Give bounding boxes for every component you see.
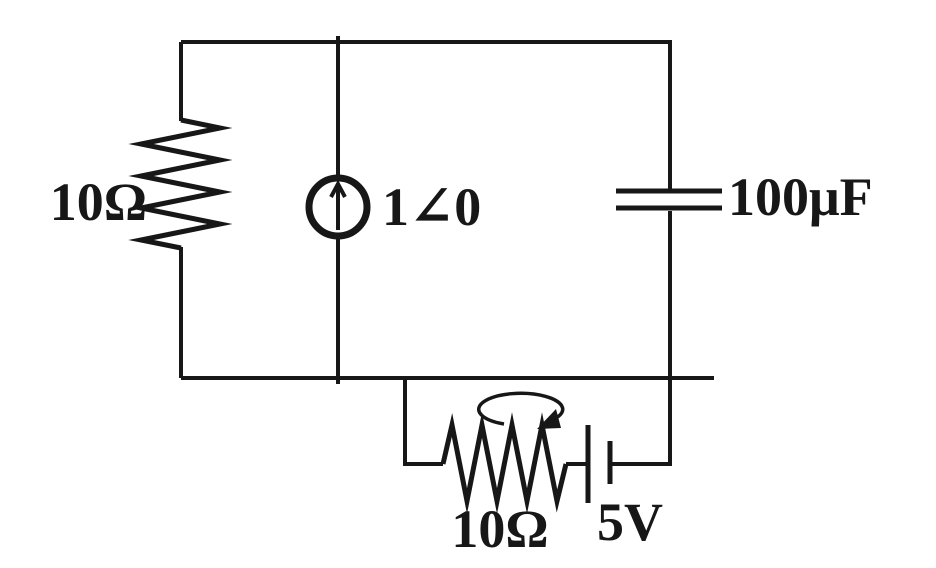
- adjustment-arrow-arc-icon: [476, 391, 565, 426]
- left-resistor: 10Ω: [50, 117, 233, 251]
- adjustment-arrowhead-icon: [537, 409, 561, 429]
- up-arrow-icon: [329, 179, 347, 230]
- variable-resistor-left-lead-wire: [403, 378, 443, 466]
- capacitor: 100μF: [616, 167, 873, 227]
- current-source-label: 1∠0: [382, 177, 481, 237]
- current-source: 1∠0: [305, 174, 481, 240]
- battery-right-lead-wire: [612, 378, 672, 466]
- variable-resistor-zigzag-icon: [440, 412, 569, 514]
- battery: 5V: [585, 425, 663, 552]
- wires: [179, 36, 714, 466]
- left-resistor-label: 10Ω: [50, 172, 147, 232]
- battery-label: 5V: [597, 492, 663, 552]
- current-source-circle-icon: [305, 174, 371, 240]
- top-wire: [181, 40, 672, 189]
- variable-resistor-label: 10Ω: [451, 499, 548, 559]
- resistor-zigzag-icon: [128, 117, 233, 251]
- capacitor-label: 100μF: [728, 167, 873, 227]
- variable-resistor: 10Ω: [440, 391, 569, 559]
